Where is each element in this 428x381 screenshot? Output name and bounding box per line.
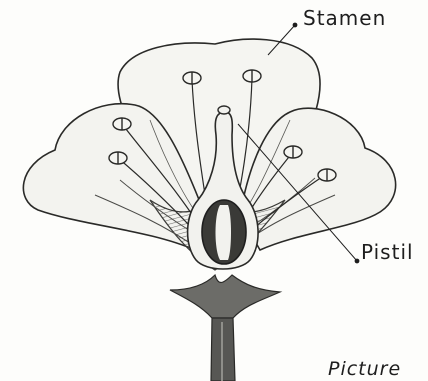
label-pistil: Pistil — [361, 240, 414, 264]
caption-partial: Picture — [328, 358, 401, 380]
receptacle — [170, 275, 280, 318]
pistil-pointer-dot — [355, 259, 360, 264]
stamen-pointer-dot — [293, 23, 298, 28]
label-stamen: Stamen — [303, 6, 386, 30]
